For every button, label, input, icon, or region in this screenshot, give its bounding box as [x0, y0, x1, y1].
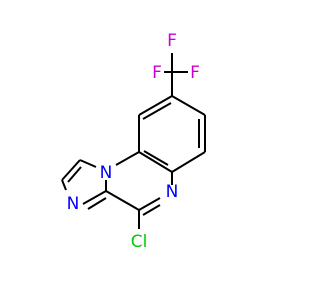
bond-n-pyrazine-c4: [138, 197, 161, 211]
bond-c6-c5a: [171, 151, 206, 173]
bond-c1-c2-inner: [67, 166, 82, 183]
molecule-structure: F F F N N N Cl: [61, 31, 206, 252]
atom-labels: F F F N N N Cl: [67, 31, 200, 252]
bond-c8-c7: [171, 95, 206, 116]
bond-c8-c9: [138, 95, 173, 116]
atom-n-bridge: N: [100, 163, 113, 183]
atom-chlorine: Cl: [131, 232, 148, 252]
bond-c4-c3a: [105, 190, 140, 211]
bond-c5a-c9a-inner: [143, 150, 169, 166]
atom-n-pyrazine: N: [166, 182, 179, 202]
atom-f-right: F: [190, 63, 200, 83]
bond-c8-c9-inner: [142, 102, 172, 120]
bond-n-pyrazine-c4-inner: [142, 204, 161, 216]
atom-f-left: F: [152, 63, 162, 83]
bond-c5a-c9a: [138, 151, 173, 173]
bond-c1-c2: [61, 159, 81, 181]
atom-n-imidazole: N: [67, 194, 80, 214]
bond-c9a-n-bridge: [115, 151, 140, 166]
atom-f-top: F: [167, 31, 177, 51]
bond-c2-n-imidazole: [61, 179, 67, 191]
bond-n-imidazole-c3a: [82, 190, 107, 205]
bond-n-imidazole-c3a-inner: [87, 197, 107, 210]
bonds: [61, 53, 206, 229]
bond-n-bridge-c1: [79, 159, 97, 168]
